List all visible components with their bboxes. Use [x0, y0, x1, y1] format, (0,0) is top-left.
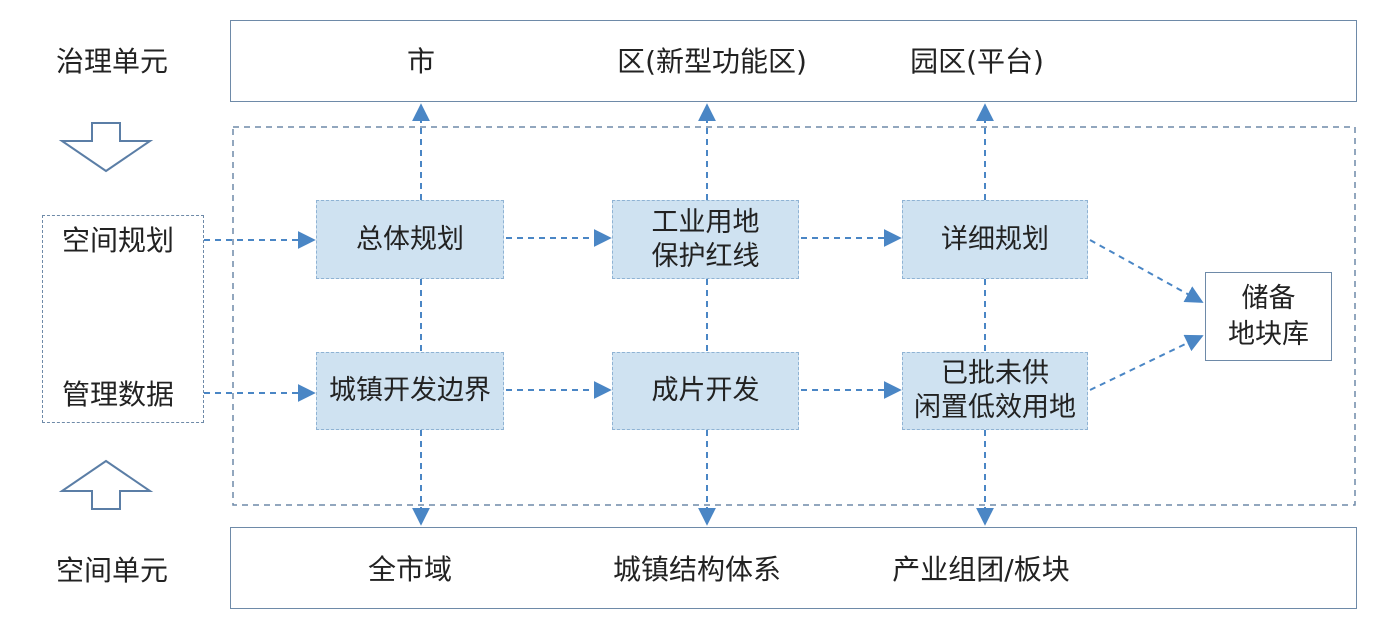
overall-plan-box: 总体规划 [316, 200, 504, 279]
space-band [230, 527, 1357, 609]
block-development-box: 成片开发 [612, 352, 799, 430]
space-unit-label: 空间单元 [55, 554, 169, 587]
urban-boundary-box: 城镇开发边界 [316, 352, 504, 430]
main-dashed-frame [232, 126, 1356, 506]
top-item-city: 市 [406, 45, 436, 78]
bottom-item-urban-system: 城镇结构体系 [612, 553, 782, 586]
hollow-down-arrow-icon [58, 122, 154, 173]
urban-boundary-label: 城镇开发边界 [329, 375, 491, 407]
overall-plan-label: 总体规划 [356, 223, 464, 255]
management-data-label: 管理数据 [61, 378, 175, 411]
industrial-redline-line2: 保护红线 [651, 240, 760, 272]
idle-land-line2: 闲置低效用地 [914, 392, 1076, 423]
top-item-park: 园区(平台) [910, 45, 1044, 78]
bottom-item-industry-cluster: 产业组团/板块 [892, 553, 1070, 586]
reserve-line2: 地块库 [1228, 318, 1309, 350]
detailed-plan-box: 详细规划 [902, 200, 1088, 279]
idle-land-line1: 已批未供 [941, 358, 1049, 390]
left-input-box [42, 215, 204, 423]
reserve-land-bank-box: 储备 地块库 [1205, 272, 1332, 361]
hollow-up-arrow-icon [58, 459, 154, 510]
detailed-plan-label: 详细规划 [941, 223, 1049, 255]
governance-band [230, 20, 1357, 102]
industrial-redline-line1: 工业用地 [651, 206, 760, 238]
top-item-district: 区(新型功能区) [617, 45, 807, 78]
spatial-planning-label: 空间规划 [61, 224, 175, 257]
idle-land-box: 已批未供 闲置低效用地 [902, 352, 1088, 430]
arrow-detailed-to-reserve [1089, 239, 1204, 303]
reserve-line1: 储备 [1241, 283, 1296, 315]
arrow-idle-to-reserve [1089, 334, 1204, 391]
industrial-redline-box: 工业用地 保护红线 [612, 200, 799, 279]
bottom-item-city-domain: 全市域 [367, 553, 453, 586]
governance-unit-label: 治理单元 [55, 45, 169, 78]
block-development-label: 成片开发 [651, 375, 760, 407]
